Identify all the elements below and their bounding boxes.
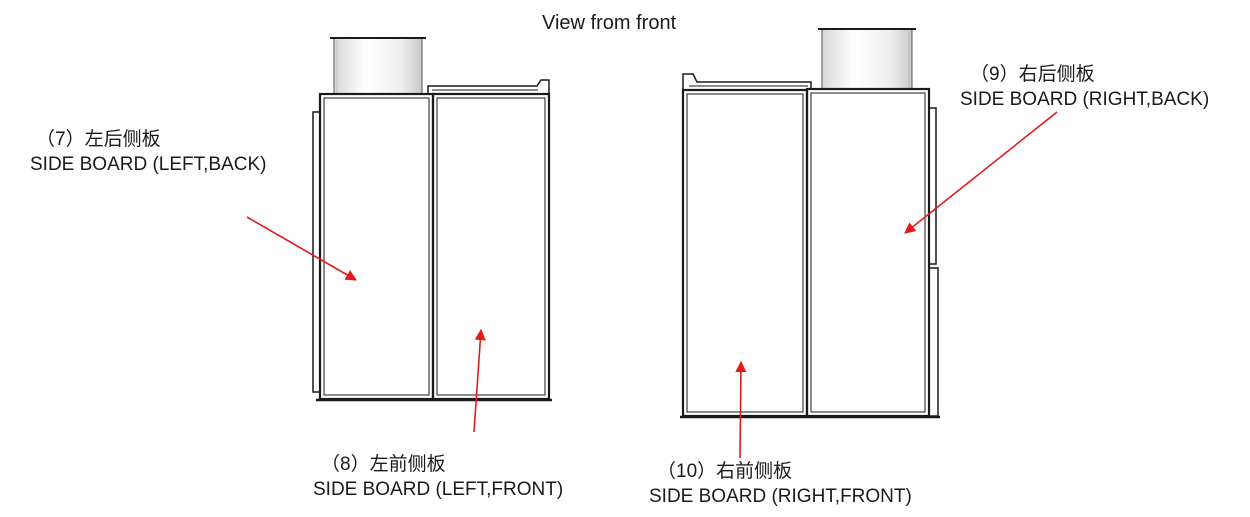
arrow-left-front xyxy=(473,328,486,433)
label-left-front: （8）左前侧板 SIDE BOARD (LEFT,FRONT) xyxy=(313,452,563,502)
label-right-back: （9）右后侧板 SIDE BOARD (RIGHT,BACK) xyxy=(960,62,1209,112)
label-left-back: （7）左后侧板 SIDE BOARD (LEFT,BACK) xyxy=(30,127,267,177)
label-right-front-en: SIDE BOARD (RIGHT,FRONT) xyxy=(649,486,912,507)
label-right-back-en: SIDE BOARD (RIGHT,BACK) xyxy=(960,89,1210,110)
left-cabinet xyxy=(312,37,552,402)
label-right-back-cn: （9）右后侧板 xyxy=(970,64,1095,85)
right-cylinder xyxy=(818,28,916,90)
label-right-front-cn: （10）右前侧板 xyxy=(657,461,793,482)
label-left-back-en: SIDE BOARD (LEFT,BACK) xyxy=(30,154,267,175)
arrow-right-front xyxy=(735,360,747,459)
right-cabinet xyxy=(680,28,940,419)
label-left-front-cn: （8）左前侧板 xyxy=(321,454,446,475)
label-right-front: （10）右前侧板 SIDE BOARD (RIGHT,FRONT) xyxy=(649,459,912,509)
right-front-board xyxy=(681,88,809,418)
left-back-side-strip xyxy=(312,111,320,393)
label-left-front-en: SIDE BOARD (LEFT,FRONT) xyxy=(313,479,564,500)
left-top-lip xyxy=(427,79,550,94)
left-back-board xyxy=(318,92,435,401)
right-back-side-strip xyxy=(929,107,939,417)
right-top-lip xyxy=(682,73,812,90)
label-left-back-cn: （7）左后侧板 xyxy=(36,129,161,150)
view-title: View from front xyxy=(542,12,677,34)
callout-arrows xyxy=(246,111,1058,459)
arrow-left-back xyxy=(246,216,357,281)
right-back-board xyxy=(805,87,931,418)
arrow-right-back xyxy=(904,111,1058,234)
left-cylinder xyxy=(330,37,426,95)
left-front-board xyxy=(431,92,551,401)
